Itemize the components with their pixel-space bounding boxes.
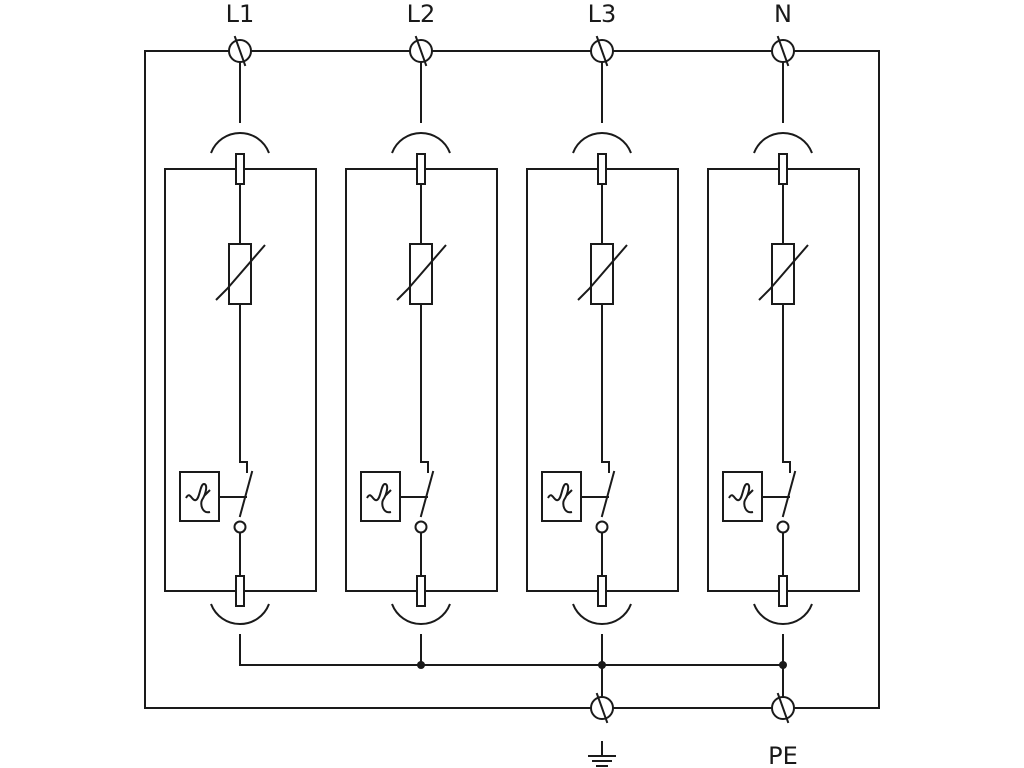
- bottom-plug-contact: [753, 603, 813, 625]
- switch-contact-icon: [419, 470, 435, 518]
- switch-contact-icon: [238, 470, 254, 518]
- varistor-icon: [758, 243, 809, 305]
- terminal-n-icon: [771, 35, 795, 67]
- varistor-characteristic: [396, 244, 447, 301]
- top-plug-contact: [753, 132, 813, 154]
- pe-terminal-icon: [771, 692, 795, 724]
- modules-layer: [164, 61, 860, 666]
- thermal-disconnector-icon: [722, 471, 763, 522]
- terminal-label-l1: L1: [226, 0, 255, 28]
- module-l1: [164, 61, 317, 666]
- varistor-icon: [215, 243, 266, 305]
- terminal-label-n: N: [774, 0, 792, 28]
- thermal-glyph: [185, 482, 211, 514]
- fuse-icon: [597, 575, 607, 607]
- top-plug-contact: [572, 132, 632, 154]
- switch-pivot: [414, 520, 428, 534]
- terminal-slash: [776, 692, 790, 724]
- varistor-icon: [396, 243, 447, 305]
- varistor-characteristic: [577, 244, 628, 301]
- module-l2: [345, 61, 498, 666]
- terminal-slash: [414, 35, 428, 67]
- switch-pivot: [595, 520, 609, 534]
- terminal-slash: [776, 35, 790, 67]
- terminal-l3-icon: [590, 35, 614, 67]
- fuse-icon: [778, 575, 788, 607]
- terminal-slash: [595, 692, 609, 724]
- thermal-glyph: [728, 482, 754, 514]
- fuse-icon: [597, 153, 607, 185]
- fuse-icon: [778, 153, 788, 185]
- terminal-l1-icon: [228, 35, 252, 67]
- terminal-slash: [595, 35, 609, 67]
- switch-pivot: [776, 520, 790, 534]
- varistor-characteristic: [215, 244, 266, 301]
- thermal-disconnector-icon: [541, 471, 582, 522]
- fuse-icon: [416, 153, 426, 185]
- switch-pivot: [233, 520, 247, 534]
- terminals-layer: [228, 35, 795, 724]
- terminal-l2-icon: [409, 35, 433, 67]
- labels-layer: L1 L2 L3 N PE: [226, 0, 798, 768]
- thermal-glyph: [547, 482, 573, 514]
- varistor-icon: [577, 243, 628, 305]
- switch-contact-icon: [781, 470, 797, 518]
- top-plug-contact: [391, 132, 451, 154]
- terminal-label-l3: L3: [588, 0, 617, 28]
- module-l3: [526, 61, 679, 666]
- switch-contact-icon: [600, 470, 616, 518]
- bottom-plug-contact: [391, 603, 451, 625]
- thermal-disconnector-icon: [179, 471, 220, 522]
- outer-frame-wire: [144, 50, 880, 709]
- wiring-layer: [144, 50, 880, 709]
- terminal-slash: [233, 35, 247, 67]
- varistor-characteristic: [758, 244, 809, 301]
- terminal-label-pe: PE: [768, 742, 798, 768]
- thermal-disconnector-icon: [360, 471, 401, 522]
- bottom-plug-contact: [210, 603, 270, 625]
- fuse-icon: [235, 575, 245, 607]
- fuse-icon: [416, 575, 426, 607]
- thermal-glyph: [366, 482, 392, 514]
- module-n: [707, 61, 860, 666]
- bottom-plug-contact: [572, 603, 632, 625]
- ground-icon: [588, 741, 616, 767]
- fuse-icon: [235, 153, 245, 185]
- top-plug-contact: [210, 132, 270, 154]
- earth-terminal-icon: [590, 692, 614, 724]
- terminal-label-l2: L2: [407, 0, 436, 28]
